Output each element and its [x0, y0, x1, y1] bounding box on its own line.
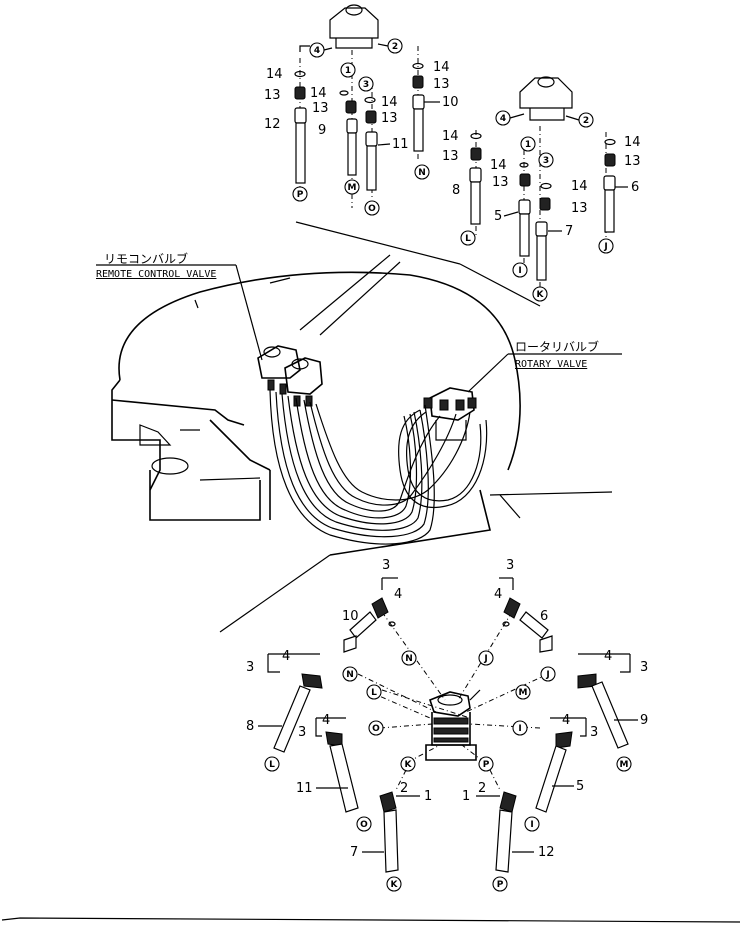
callout-3: 3 [363, 80, 369, 90]
callout-3: 3 [543, 156, 549, 166]
right-remote-valve-assembly: 4 2 1 3 14 13 8 L 14 13 5 I 14 13 7 [442, 76, 641, 302]
part-5: 5 [576, 779, 584, 794]
rotary-valve-exploded-assembly: N J L M O I K P 3 4 10 N 3 4 6 [246, 558, 648, 892]
part-5: 5 [494, 209, 502, 224]
connector-P: P [483, 760, 490, 770]
part-14: 14 [266, 67, 283, 82]
connector-O: O [372, 724, 380, 734]
part-11: 11 [392, 137, 409, 152]
callout-1: 1 [525, 140, 531, 150]
part-13: 13 [381, 111, 398, 126]
connector-K: K [405, 760, 413, 770]
connector-N: N [346, 670, 354, 680]
part-12: 12 [538, 845, 555, 860]
connector-I: I [518, 724, 521, 734]
part-3: 3 [506, 558, 514, 573]
part-6: 6 [540, 609, 548, 624]
rotary-valve-body [423, 387, 477, 441]
part-3: 3 [590, 725, 598, 740]
part-13: 13 [433, 77, 450, 92]
part-14: 14 [310, 86, 327, 101]
part-13: 13 [624, 154, 641, 169]
part-12: 12 [264, 117, 281, 132]
rotary-valve-label-jp: ロータリバルブ [515, 339, 599, 354]
part-3: 3 [246, 660, 254, 675]
part-13: 13 [571, 201, 588, 216]
connector-K: K [391, 880, 399, 890]
connector-N: N [418, 168, 426, 178]
part-2: 2 [478, 781, 486, 796]
callout-2: 2 [392, 42, 398, 52]
remote-control-valve-label-jp: リモコンバルブ [104, 251, 188, 266]
part-4: 4 [322, 713, 330, 728]
callout-1: 1 [345, 66, 351, 76]
connector-N: N [405, 654, 413, 664]
part-14: 14 [490, 158, 507, 173]
machine-frame-view: リモコンバルブ REMOTE CONTROL VALVE ロータリバルブ ROT… [96, 221, 622, 633]
connector-O: O [368, 204, 376, 214]
rotary-valve-center [425, 689, 481, 761]
hose-bundle [269, 389, 488, 545]
connector-J: J [603, 242, 607, 252]
connector-M: M [519, 688, 528, 698]
part-14: 14 [433, 60, 450, 75]
connector-J: J [483, 654, 487, 664]
part-4: 4 [494, 587, 502, 602]
callout-4: 4 [314, 46, 320, 56]
remote-control-valve-label-en: REMOTE CONTROL VALVE [96, 269, 216, 280]
connector-M: M [620, 760, 629, 770]
callout-4: 4 [500, 114, 506, 124]
part-9: 9 [640, 713, 648, 728]
connector-L: L [465, 234, 471, 244]
connector-L: L [269, 760, 275, 770]
part-13: 13 [264, 88, 281, 103]
part-8: 8 [246, 719, 254, 734]
part-14: 14 [442, 129, 459, 144]
part-13: 13 [312, 101, 329, 116]
connector-I: I [518, 266, 521, 276]
connector-P: P [497, 880, 504, 890]
part-4: 4 [562, 713, 570, 728]
part-13: 13 [442, 149, 459, 164]
connector-I: I [530, 820, 533, 830]
part-4: 4 [394, 587, 402, 602]
part-14: 14 [381, 95, 398, 110]
left-remote-valve-assembly: 4 2 1 3 14 13 12 P 14 13 9 M 14 13 11 [264, 4, 459, 216]
rotary-valve-label-en: ROTARY VALVE [515, 359, 587, 370]
remote-control-valve-body [257, 345, 323, 407]
connector-L: L [371, 688, 377, 698]
part-13: 13 [492, 175, 509, 190]
part-10: 10 [442, 95, 459, 110]
connector-K: K [537, 290, 545, 300]
part-14: 14 [571, 179, 588, 194]
part-7: 7 [565, 224, 573, 239]
part-2: 2 [400, 781, 408, 796]
part-7: 7 [350, 845, 358, 860]
part-10: 10 [342, 609, 359, 624]
part-14: 14 [624, 135, 641, 150]
connector-M: M [348, 183, 357, 193]
connector-J: J [545, 670, 549, 680]
part-11: 11 [296, 781, 313, 796]
part-1: 1 [462, 789, 470, 804]
part-4: 4 [604, 649, 612, 664]
part-1: 1 [424, 789, 432, 804]
part-4: 4 [282, 649, 290, 664]
part-6: 6 [631, 180, 639, 195]
callout-2: 2 [583, 116, 589, 126]
connector-P: P [297, 190, 304, 200]
part-3: 3 [640, 660, 648, 675]
connector-O: O [360, 820, 368, 830]
part-3: 3 [382, 558, 390, 573]
part-8: 8 [452, 183, 460, 198]
part-3: 3 [298, 725, 306, 740]
part-9: 9 [318, 123, 326, 138]
